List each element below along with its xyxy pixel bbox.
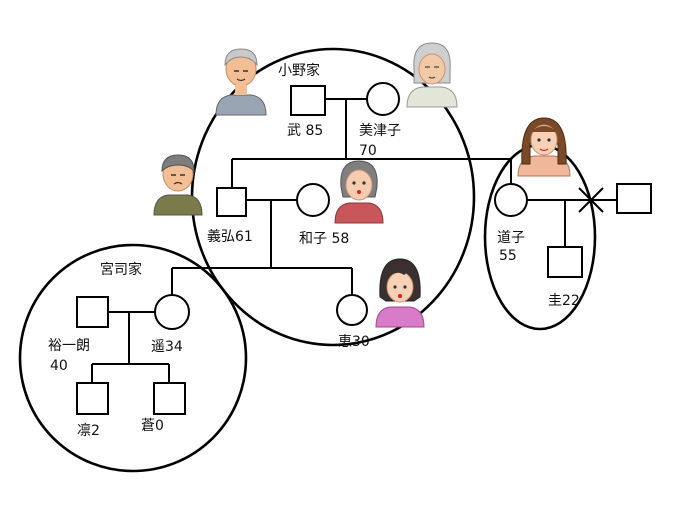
- aoi-male-symbol: [153, 382, 186, 415]
- yoshihiro-age: 61: [235, 229, 253, 245]
- yuichiro-male-symbol: [76, 296, 109, 328]
- kei-label: 圭22: [548, 293, 580, 309]
- elderly-man-avatar-icon: [215, 48, 267, 116]
- takeshi-name: 武: [287, 123, 301, 139]
- yoshihiro-male-symbol: [216, 187, 247, 217]
- ex-spouse-male-symbol: [616, 183, 652, 214]
- takeshi-age: 85: [305, 123, 323, 139]
- mitsuko-female-symbol: [366, 82, 400, 116]
- haruka-age: 34: [165, 339, 183, 355]
- takeshi-label: 武 85: [287, 123, 323, 139]
- rin-male-symbol: [76, 382, 109, 415]
- kazuko-name: 和子: [299, 231, 327, 247]
- michiko-name: 道子: [497, 230, 525, 246]
- megumi-age: 30: [352, 334, 370, 350]
- miyaji-household-label: 宮司家: [100, 261, 142, 278]
- kazuko-age: 58: [331, 231, 349, 247]
- woman-avatar-icon: [375, 258, 425, 328]
- michiko-female-symbol: [494, 183, 528, 217]
- aoi-name: 蒼: [141, 418, 155, 434]
- megumi-label: 恵30: [338, 334, 370, 350]
- haruka-female-symbol: [154, 294, 190, 330]
- aoi-label: 蒼0: [141, 418, 164, 434]
- megumi-name: 恵: [338, 334, 352, 350]
- rin-label: 凛2: [77, 422, 100, 439]
- elderly-woman-avatar-icon: [406, 42, 458, 108]
- mitsuko-age: 70: [359, 143, 377, 159]
- haruka-label: 遥34: [151, 339, 183, 355]
- kei-name: 圭: [548, 293, 562, 309]
- kei-male-symbol: [547, 246, 583, 278]
- man-avatar-icon: [153, 154, 203, 216]
- rin-name: 凛: [77, 422, 91, 439]
- yuichiro-age: 40: [50, 358, 68, 374]
- yoshihiro-name: 義弘: [207, 228, 235, 245]
- relationship-lines: [91, 98, 617, 383]
- woman-avatar-icon: [334, 160, 384, 224]
- divorce-mark: [578, 187, 604, 213]
- ono-household-label: 小野家: [278, 62, 320, 79]
- michiko-age: 55: [499, 248, 517, 264]
- miyaji-household-boundary: [18, 243, 248, 473]
- haruka-name: 遥: [151, 339, 165, 355]
- takeshi-male-symbol: [290, 85, 326, 116]
- kazuko-female-symbol: [296, 183, 330, 217]
- kazuko-label: 和子 58: [299, 231, 349, 247]
- yoshihiro-label: 義弘61: [207, 228, 253, 245]
- rin-age: 2: [91, 423, 100, 439]
- megumi-female-symbol: [336, 294, 368, 326]
- yuichiro-name: 裕一朗: [48, 338, 90, 354]
- woman-avatar-icon: [517, 117, 571, 177]
- mitsuko-name: 美津子: [359, 123, 401, 139]
- aoi-age: 0: [155, 418, 164, 434]
- kei-age: 22: [562, 293, 580, 309]
